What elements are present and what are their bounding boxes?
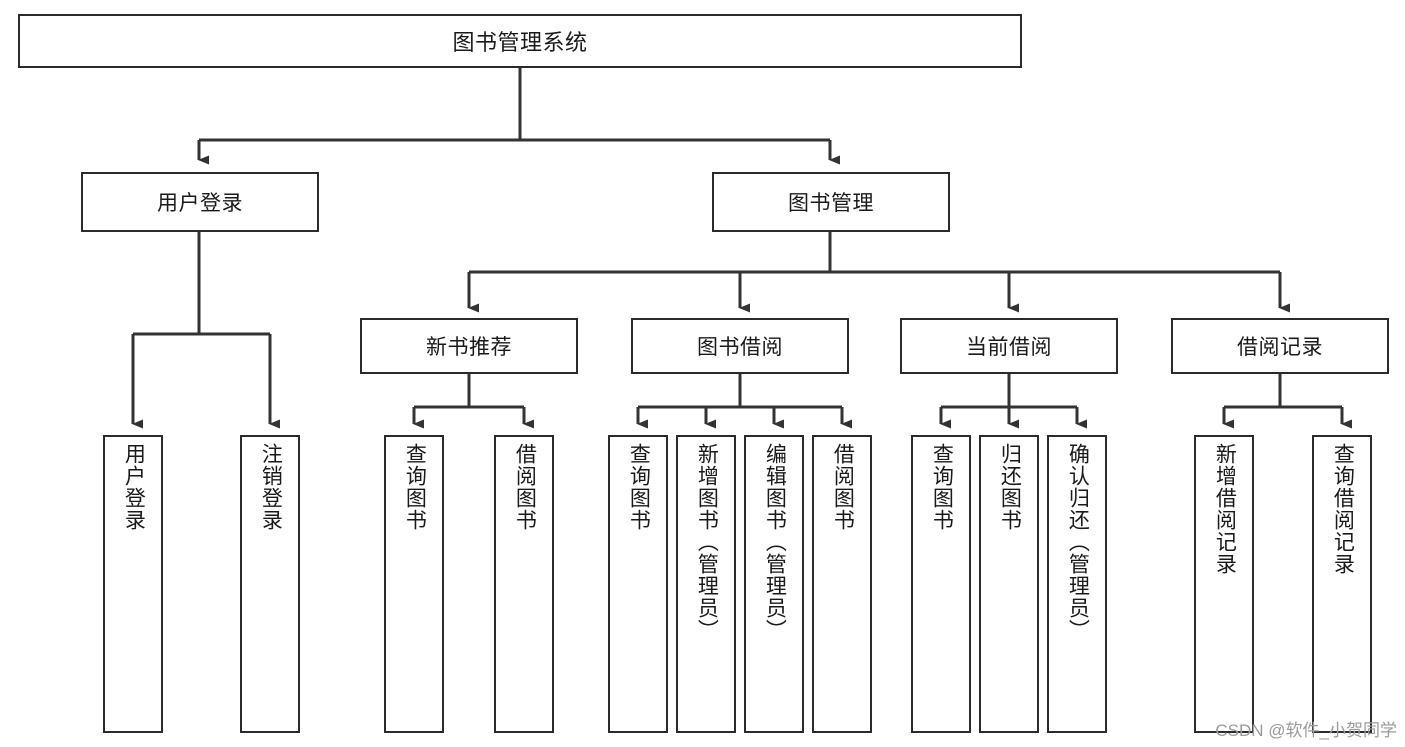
node-leaf-query-record-label: 查询借阅记录 xyxy=(1331,443,1355,575)
node-leaf-borrow-book-2[interactable]: 借阅图书 xyxy=(812,435,872,733)
node-leaf-query-book-2[interactable]: 查询图书 xyxy=(608,435,668,733)
node-leaf-return-book-label: 归还图书 xyxy=(998,443,1022,531)
node-book-borrow-label: 图书借阅 xyxy=(697,336,783,359)
node-leaf-edit-book[interactable]: 编辑图书（管理员） xyxy=(744,435,804,733)
node-leaf-query-book-1-label: 查询图书 xyxy=(403,443,427,531)
node-leaf-user-login-label: 用户登录 xyxy=(122,443,146,531)
node-leaf-borrow-book-1[interactable]: 借阅图书 xyxy=(494,435,554,733)
node-leaf-add-book[interactable]: 新增图书（管理员） xyxy=(676,435,736,733)
node-book-manage[interactable]: 图书管理 xyxy=(712,172,950,232)
node-new-book-recommend[interactable]: 新书推荐 xyxy=(360,318,578,374)
node-leaf-borrow-book-1-label: 借阅图书 xyxy=(513,443,537,531)
node-leaf-edit-book-label: 编辑图书（管理员） xyxy=(763,443,787,641)
node-borrow-record-label: 借阅记录 xyxy=(1237,336,1323,359)
node-user-login-label: 用户登录 xyxy=(157,192,243,215)
node-leaf-user-logout-label: 注销登录 xyxy=(259,443,283,531)
node-book-manage-label: 图书管理 xyxy=(788,192,874,215)
node-leaf-query-book-2-label: 查询图书 xyxy=(627,443,651,531)
node-borrow-record[interactable]: 借阅记录 xyxy=(1171,318,1389,374)
node-leaf-query-book-3[interactable]: 查询图书 xyxy=(911,435,971,733)
node-leaf-return-book[interactable]: 归还图书 xyxy=(979,435,1039,733)
node-leaf-add-record[interactable]: 新增借阅记录 xyxy=(1194,435,1254,733)
node-user-login[interactable]: 用户登录 xyxy=(81,172,319,232)
node-root-label: 图书管理系统 xyxy=(452,30,588,55)
node-leaf-user-logout[interactable]: 注销登录 xyxy=(240,435,300,733)
csdn-watermark: CSDN @软件_小贺同学 xyxy=(1215,721,1397,740)
node-leaf-query-record[interactable]: 查询借阅记录 xyxy=(1312,435,1372,733)
node-new-book-recommend-label: 新书推荐 xyxy=(426,336,512,359)
node-leaf-query-book-3-label: 查询图书 xyxy=(930,443,954,531)
node-leaf-add-book-label: 新增图书（管理员） xyxy=(695,443,719,641)
node-leaf-user-login[interactable]: 用户登录 xyxy=(103,435,163,733)
node-book-borrow[interactable]: 图书借阅 xyxy=(631,318,849,374)
node-leaf-confirm-return[interactable]: 确认归还（管理员） xyxy=(1047,435,1107,733)
node-root[interactable]: 图书管理系统 xyxy=(18,14,1022,68)
node-leaf-query-book-1[interactable]: 查询图书 xyxy=(384,435,444,733)
node-leaf-confirm-return-label: 确认归还（管理员） xyxy=(1066,443,1090,641)
node-current-borrow[interactable]: 当前借阅 xyxy=(900,318,1118,374)
node-leaf-add-record-label: 新增借阅记录 xyxy=(1213,443,1237,575)
node-current-borrow-label: 当前借阅 xyxy=(966,336,1052,359)
node-leaf-borrow-book-2-label: 借阅图书 xyxy=(831,443,855,531)
